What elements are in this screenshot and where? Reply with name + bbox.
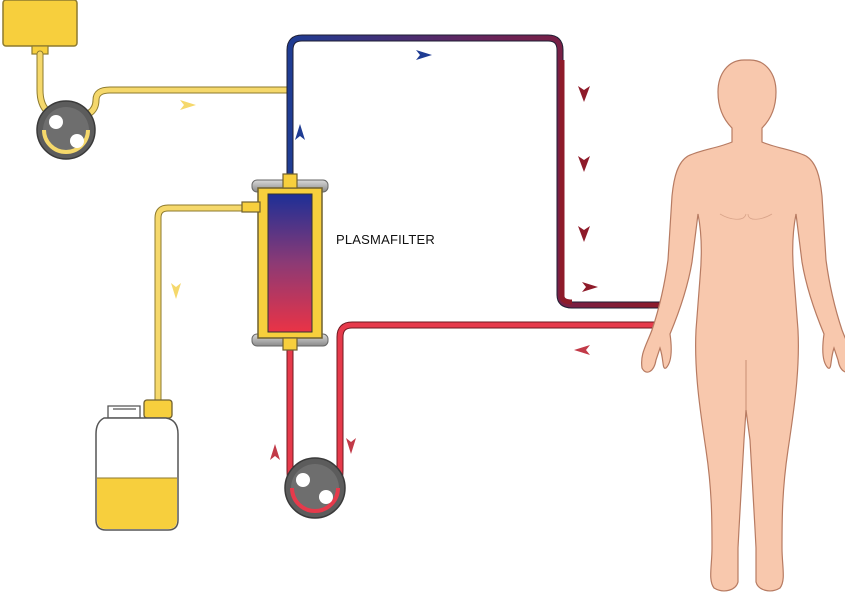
- arterial-line: [286, 321, 665, 504]
- peristaltic-pump-icon: [36, 100, 96, 160]
- venous-return-line: [286, 34, 665, 309]
- substitution-bag-icon: [2, 0, 78, 55]
- human-body-icon: [641, 59, 845, 592]
- plasma-filter-icon: [241, 173, 329, 351]
- plasma-filtrate-line: [154, 204, 258, 402]
- flow-arrow-icon: [582, 282, 598, 292]
- flow-arrow-icon: [578, 226, 590, 242]
- flow-arrow-icon: [574, 345, 590, 355]
- waste-canister-icon: [95, 399, 179, 531]
- flow-arrow-icon: [578, 156, 590, 172]
- flow-arrow-icon: [346, 438, 356, 454]
- flow-arrow-icon: [578, 86, 590, 102]
- venous-red-segment: [559, 60, 573, 305]
- flow-arrow-icon: [180, 100, 196, 110]
- flow-arrow-icon: [270, 444, 280, 460]
- plasma-filter-label: PLASMAFILTER: [336, 232, 435, 247]
- peristaltic-pump-icon: [284, 457, 346, 519]
- flow-arrow-icon: [171, 283, 181, 299]
- flow-arrow-icon: [416, 50, 432, 60]
- flow-arrow-icon: [295, 124, 305, 140]
